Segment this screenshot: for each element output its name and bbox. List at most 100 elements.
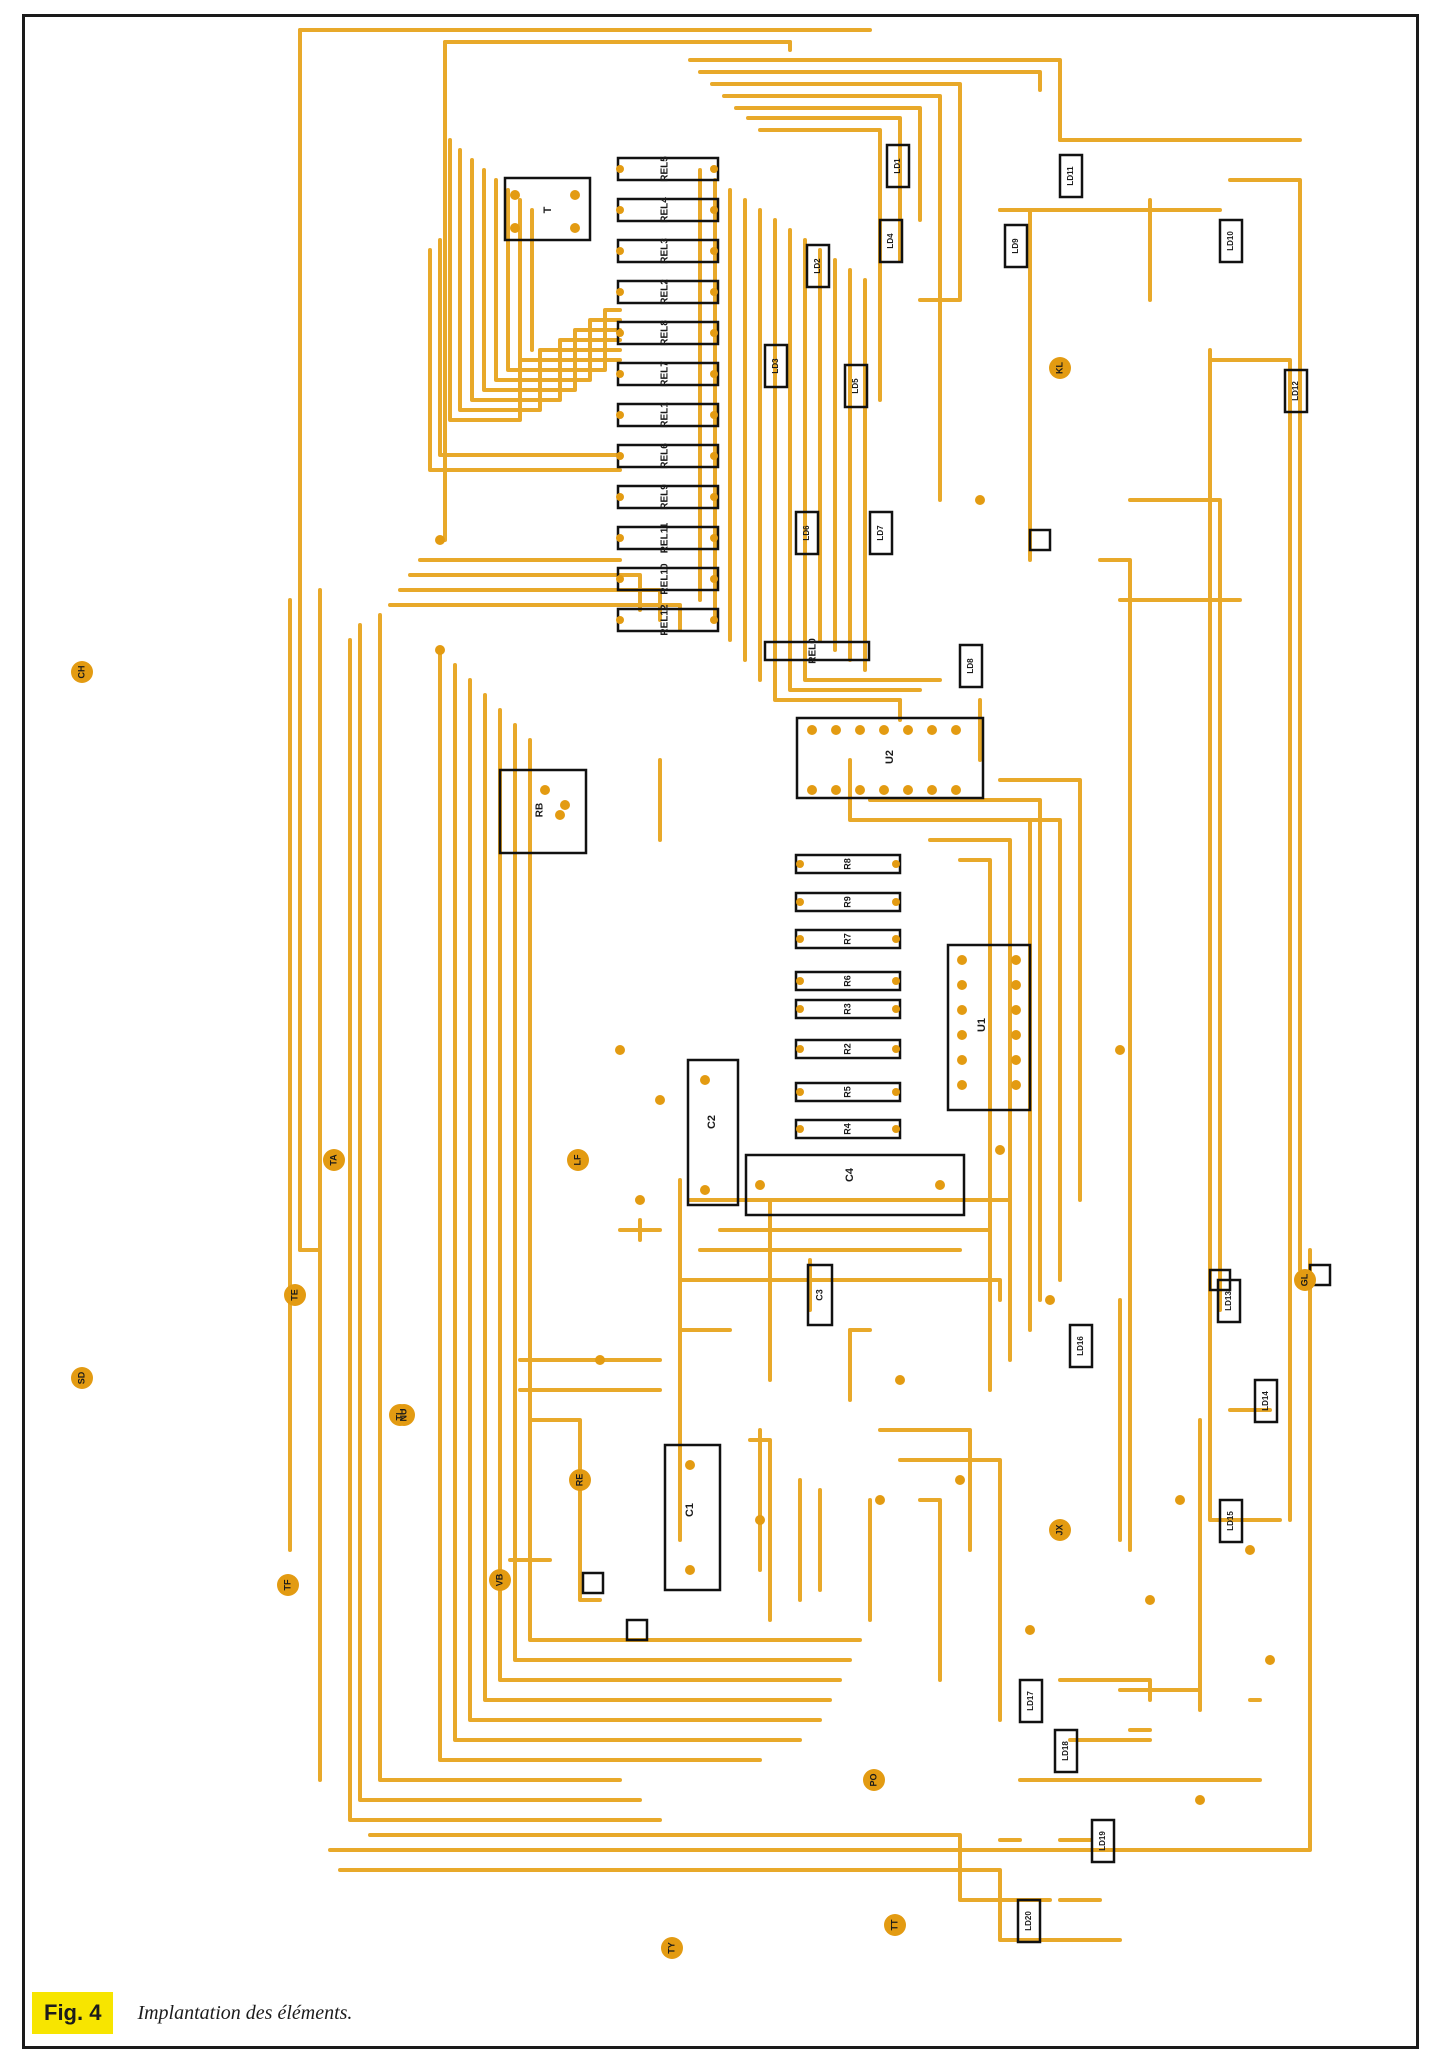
- solder-pad: [489, 1569, 511, 1591]
- relay-label: REL3: [660, 238, 671, 264]
- terminal-outline: [581, 1571, 605, 1595]
- led-outline: [1003, 223, 1029, 269]
- component-labels: REL5REL4REL3REL2REL8REL7REL1REL6REL9REL1…: [76, 156, 1309, 1954]
- solder-pad: [957, 1030, 967, 1040]
- solder-pad: [863, 1769, 885, 1791]
- trace: [788, 228, 922, 692]
- solder-pad: [957, 955, 967, 965]
- relay-label: REL6: [660, 443, 671, 469]
- solder-pad: [700, 1075, 710, 1085]
- solder-pad: [616, 247, 624, 255]
- relay-label: REL12: [660, 604, 671, 636]
- trace: [368, 1833, 1052, 1902]
- led-label: LD6: [802, 525, 811, 541]
- solder-pad: [71, 1367, 93, 1389]
- led-label: LD13: [1224, 1291, 1233, 1311]
- solder-pad: [710, 165, 718, 173]
- solder-pad: [796, 1088, 804, 1096]
- led-outline: [763, 343, 789, 389]
- led-outline: [1218, 1498, 1244, 1544]
- solder-pad: [935, 1180, 945, 1190]
- solder-pad: [1011, 980, 1021, 990]
- relay-label: REL10: [660, 563, 671, 595]
- led-outline: [958, 643, 984, 689]
- solder-pad: [831, 785, 841, 795]
- led-outline: [1253, 1378, 1279, 1424]
- trace: [494, 178, 622, 382]
- solder-pad: [855, 785, 865, 795]
- led-label: LD9: [1011, 238, 1020, 254]
- led-outline: [1058, 153, 1084, 199]
- solder-pads: [71, 165, 1316, 1959]
- led-label: LD20: [1024, 1911, 1033, 1931]
- cap-c2-outline: [686, 1058, 740, 1207]
- solder-pad: [710, 247, 718, 255]
- solder-pad: [892, 1125, 900, 1133]
- solder-pad: [685, 1460, 695, 1470]
- led-label: LD14: [1261, 1391, 1270, 1411]
- solder-pad: [595, 1355, 605, 1365]
- solder-pad: [955, 1475, 965, 1485]
- solder-pad: [616, 411, 624, 419]
- solder-pad: [277, 1574, 299, 1596]
- solder-pad: [903, 785, 913, 795]
- resistor-label: R4: [842, 1123, 852, 1135]
- solder-pad: [879, 785, 889, 795]
- trace: [918, 1498, 942, 1682]
- solder-pad: [796, 977, 804, 985]
- solder-pad: [1049, 357, 1071, 379]
- solder-pad: [710, 575, 718, 583]
- solder-pad: [655, 1095, 665, 1105]
- solder-pad: [1245, 1545, 1255, 1555]
- solder-pad: [710, 534, 718, 542]
- trace: [428, 248, 622, 472]
- relay-label: REL5: [660, 156, 671, 182]
- solder-pad: [796, 1125, 804, 1133]
- trace: [1058, 1678, 1152, 1702]
- figure-caption: Fig. 4 Implantation des éléments.: [32, 1990, 352, 2036]
- solder-pad: [796, 898, 804, 906]
- figure-frame: [22, 14, 1419, 2049]
- connector-label: TE: [289, 1289, 299, 1301]
- solder-pad: [957, 1055, 967, 1065]
- trace: [408, 573, 642, 612]
- connector-label: TT: [889, 1919, 899, 1930]
- solder-pad: [892, 1088, 900, 1096]
- led-label: LD1: [893, 158, 902, 174]
- solder-pad: [1265, 1655, 1275, 1665]
- resistor-label: R5: [842, 1086, 852, 1098]
- relay-label: REL9: [660, 484, 671, 510]
- solder-pad: [892, 898, 900, 906]
- trace: [998, 778, 1082, 1202]
- solder-pad: [927, 785, 937, 795]
- led-outline: [1218, 218, 1244, 264]
- resistor-label: R2: [842, 1043, 852, 1055]
- trace: [688, 1198, 1012, 1222]
- trace: [513, 723, 852, 1662]
- trace: [438, 648, 762, 1762]
- solder-pad: [710, 452, 718, 460]
- transformer-label: T: [542, 206, 554, 213]
- relay-label: REL4: [660, 197, 671, 223]
- solder-pad: [831, 725, 841, 735]
- trace: [470, 158, 622, 402]
- solder-pad: [895, 1375, 905, 1385]
- connector-label: SD: [76, 1371, 86, 1384]
- relay-label: REL8: [660, 320, 671, 346]
- cap-c4-label: C4: [844, 1167, 856, 1182]
- solder-pad: [995, 1145, 1005, 1155]
- solder-pad: [616, 575, 624, 583]
- connector-label: JX: [1054, 1524, 1064, 1535]
- solder-pad: [560, 800, 570, 810]
- solder-pad: [807, 725, 817, 735]
- led-label: LD7: [876, 525, 885, 541]
- solder-pad: [710, 411, 718, 419]
- solder-pad: [435, 645, 445, 655]
- trace: [1128, 498, 1222, 1312]
- solder-pad: [892, 1005, 900, 1013]
- solder-pad: [393, 1404, 415, 1426]
- led-label: LD19: [1098, 1831, 1107, 1851]
- led-outline: [1053, 1728, 1079, 1774]
